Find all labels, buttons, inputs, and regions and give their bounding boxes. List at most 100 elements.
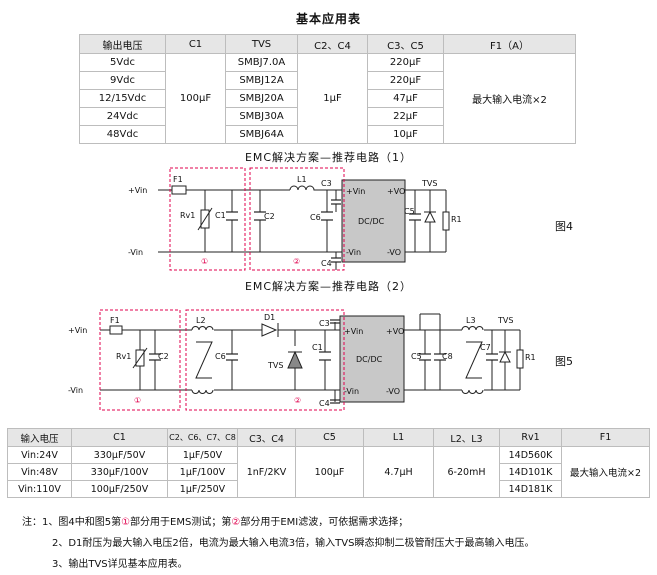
header-f1: F1 xyxy=(561,428,650,447)
circuit1-diagram: +Vin -Vin F1 Rv1 C1 C2 L1 C6 C3 C4 +Vin … xyxy=(128,167,462,271)
label-c2: C2 xyxy=(158,352,169,361)
cell-rv1: 14D101K xyxy=(499,463,562,481)
table-row: Vin:48V 330μF/100V 1μF/100V 14D101K xyxy=(7,463,650,481)
cell-c1: 330μF/50V xyxy=(71,446,168,464)
label-pin-vo-pos: +VO xyxy=(386,327,404,336)
label-l2: L2 xyxy=(196,316,206,325)
cell-c2-c4: 1μF xyxy=(297,53,368,144)
table-row: 48Vdc SMBJ64A 10μF xyxy=(79,125,576,144)
cell-vout: 9Vdc xyxy=(79,71,166,90)
cell-rv1: 14D181K xyxy=(499,480,562,498)
label-l3: L3 xyxy=(466,316,476,325)
note-1-circle-2: ② xyxy=(231,517,241,528)
circuit1-title: EMC解决方案—推荐电路（1） xyxy=(244,151,413,164)
cell-vout: 24Vdc xyxy=(79,107,166,126)
cell-c3-c5: 10μF xyxy=(367,125,444,144)
label-pin-vin-pos: +Vin xyxy=(344,327,363,336)
note-2: 2、D1耐压为最大输入电压2倍，电流为最大输入电流3倍，输入TVS瞬态抑制二极管… xyxy=(52,538,535,549)
header-l2-l3: L2、L3 xyxy=(433,428,500,447)
label-c6: C6 xyxy=(215,352,226,361)
label-vin-pos: +Vin xyxy=(68,326,87,335)
cell-c3-c5: 22μF xyxy=(367,107,444,126)
label-zone2: ② xyxy=(293,257,300,266)
label-vin-pos: +Vin xyxy=(128,186,147,195)
table1-title: 基本应用表 xyxy=(295,12,361,26)
cell-vin: Vin:110V xyxy=(7,480,72,498)
label-c6: C6 xyxy=(310,213,321,222)
label-c5: C5 xyxy=(404,207,415,216)
cell-tvs: SMBJ20A xyxy=(225,89,298,108)
label-c7: C7 xyxy=(480,343,491,352)
label-pin-vin-neg: -Vin xyxy=(344,387,359,396)
label-r1: R1 xyxy=(525,353,536,362)
cell-c3-c5: 47μF xyxy=(367,89,444,108)
resistor-r1 xyxy=(516,349,524,369)
zone1-box xyxy=(169,167,246,271)
table-row: Vin:24V 330μF/50V 1μF/50V 1nF/2KV 100μF … xyxy=(7,446,650,498)
cell-c5: 100μF xyxy=(295,446,364,498)
label-pin-vin-pos: +Vin xyxy=(346,187,365,196)
inductor-l2 xyxy=(191,326,214,394)
note-1-part-b: 部分用于EMS测试；第 xyxy=(130,517,232,528)
label-pin-vo-neg: -VO xyxy=(387,248,401,257)
zone2-box xyxy=(249,167,345,271)
label-rv1: Rv1 xyxy=(116,352,131,361)
table-row: 9Vdc SMBJ12A 220μF xyxy=(79,71,576,90)
label-tvs-out: TVS xyxy=(497,316,513,325)
label-c2: C2 xyxy=(264,212,275,221)
table-row: 5Vdc 100μF SMBJ7.0A 1μF 220μF 最大输入电流×2 xyxy=(79,53,576,144)
label-l1: L1 xyxy=(297,175,307,184)
header-f1: F1（A） xyxy=(443,34,576,54)
cell-vout: 48Vdc xyxy=(79,125,166,144)
notes: 注：1、图4中和图5第①部分用于EMS测试；第②部分用于EMI滤波，可依据需求选… xyxy=(22,512,534,575)
label-d1: D1 xyxy=(264,313,275,322)
label-f1: F1 xyxy=(173,175,183,184)
label-c3: C3 xyxy=(319,319,330,328)
cell-f1: 最大输入电流×2 xyxy=(561,446,650,498)
cell-tvs: SMBJ64A xyxy=(225,125,298,144)
cell-tvs: SMBJ12A xyxy=(225,71,298,90)
inductor-l3 xyxy=(461,326,484,394)
label-c3: C3 xyxy=(321,179,332,188)
label-tvs: TVS xyxy=(267,361,283,370)
header-l1: L1 xyxy=(363,428,434,447)
cell-vout: 5Vdc xyxy=(79,53,166,72)
table-row: 24Vdc SMBJ30A 22μF xyxy=(79,107,576,126)
header-c2-c4: C2、C4 xyxy=(297,34,368,54)
note-1-part-a: 注：1、图4中和图5第 xyxy=(22,517,122,528)
label-c8: C8 xyxy=(442,352,453,361)
cell-c2: 1μF/50V xyxy=(167,446,238,464)
label-rv1: Rv1 xyxy=(180,211,195,220)
header-c1: C1 xyxy=(71,428,168,447)
label-zone1: ① xyxy=(201,257,208,266)
header-c2-c6-c7-c8: C2、C6、C7、C8 xyxy=(167,428,238,447)
inductor-l1 xyxy=(289,185,316,191)
label-pin-vo-pos: +VO xyxy=(387,187,405,196)
note-1-part-c: 部分用于EMI滤波，可依据需求选择； xyxy=(240,517,409,528)
header-c3-c5: C3、C5 xyxy=(367,34,444,54)
label-c4: C4 xyxy=(319,399,330,408)
label-tvs: TVS xyxy=(421,179,437,188)
tvs-diode xyxy=(424,210,436,223)
tvs-diode-output xyxy=(499,350,511,363)
label-module: DC/DC xyxy=(356,355,383,364)
figure-label-5: 图5 xyxy=(555,355,573,368)
fuse-f1 xyxy=(171,185,187,195)
label-f1: F1 xyxy=(110,316,120,325)
cell-c3-c4: 1nF/2KV xyxy=(237,446,296,498)
dcdc-module xyxy=(339,315,405,403)
label-module: DC/DC xyxy=(358,217,385,226)
header-rv1: Rv1 xyxy=(499,428,562,447)
emc-component-table: 输入电压 C1 C2、C6、C7、C8 C3、C4 C5 L1 L2、L3 Rv… xyxy=(7,428,650,498)
cell-f1: 最大输入电流×2 xyxy=(443,53,576,144)
circuit2-diagram: +Vin -Vin F1 Rv1 C2 L2 C6 D1 TVS C1 C3 C… xyxy=(68,309,536,411)
cell-c2: 1μF/250V xyxy=(167,480,238,498)
circuit2-title: EMC解决方案—推荐电路（2） xyxy=(244,280,413,293)
label-pin-vin-neg: -Vin xyxy=(346,248,361,257)
header-c3-c4: C3、C4 xyxy=(237,428,296,447)
label-vin-neg: -Vin xyxy=(68,386,83,395)
zone1-box xyxy=(99,309,181,411)
cell-l1: 4.7μH xyxy=(363,446,434,498)
table-row: Vin:110V 100μF/250V 1μF/250V 14D181K xyxy=(7,480,650,498)
cell-tvs: SMBJ7.0A xyxy=(225,53,298,72)
